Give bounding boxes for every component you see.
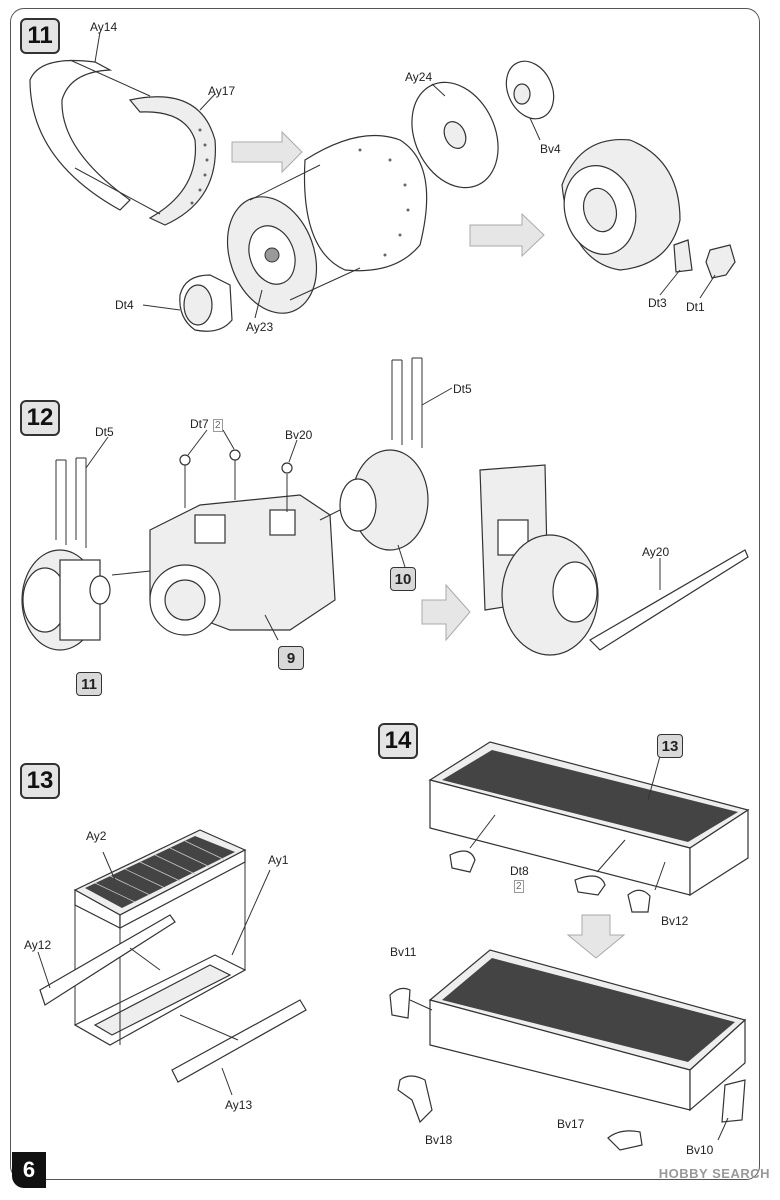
step14-drawing (389, 741, 750, 1151)
qty-badge-dt7: 2 (213, 419, 223, 432)
part-label-dt7: Dt7 (190, 417, 209, 431)
part-label-dt5-right: Dt5 (453, 382, 472, 396)
part-label-bv4: Bv4 (540, 142, 561, 156)
step-number-12: 12 (20, 400, 60, 436)
part-label-bv11: Bv11 (390, 945, 417, 959)
part-label-bv12: Bv12 (661, 914, 689, 928)
watermark-logo: HOBBY SEARCH (658, 1166, 770, 1181)
part-label-ay17: Ay17 (208, 84, 236, 98)
part-label-dt3: Dt3 (648, 296, 667, 310)
part-label-ay12: Ay12 (24, 938, 52, 952)
part-label-dt8: Dt8 (510, 864, 529, 878)
part-label-bv17: Bv17 (557, 1117, 585, 1131)
part-label-ay13: Ay13 (225, 1098, 253, 1112)
part-label-ay14: Ay14 (90, 20, 118, 34)
ref-step-13: 13 (657, 734, 683, 758)
qty-badge-dt8: 2 (514, 880, 524, 893)
step12-drawing (21, 357, 749, 656)
part-label-bv18: Bv18 (425, 1133, 453, 1147)
part-label-ay24: Ay24 (405, 70, 433, 84)
step11-drawing (29, 31, 736, 332)
part-label-dt1: Dt1 (686, 300, 705, 314)
part-label-dt4: Dt4 (115, 298, 134, 312)
ref-step-10: 10 (390, 567, 416, 591)
part-label-dt5-left: Dt5 (95, 425, 114, 439)
step-number-11: 11 (20, 18, 60, 54)
page-number: 6 (12, 1152, 46, 1188)
part-label-ay2: Ay2 (86, 829, 107, 843)
step-number-14: 14 (378, 723, 418, 759)
part-label-ay1: Ay1 (268, 853, 289, 867)
step-number-13: 13 (20, 763, 60, 799)
part-label-bv20: Bv20 (285, 428, 313, 442)
part-label-ay23: Ay23 (246, 320, 274, 334)
ref-step-9: 9 (278, 646, 304, 670)
part-label-ay20: Ay20 (642, 545, 670, 559)
ref-step-11: 11 (76, 672, 102, 696)
part-label-bv10: Bv10 (686, 1143, 714, 1157)
step13-drawing (37, 829, 307, 1096)
